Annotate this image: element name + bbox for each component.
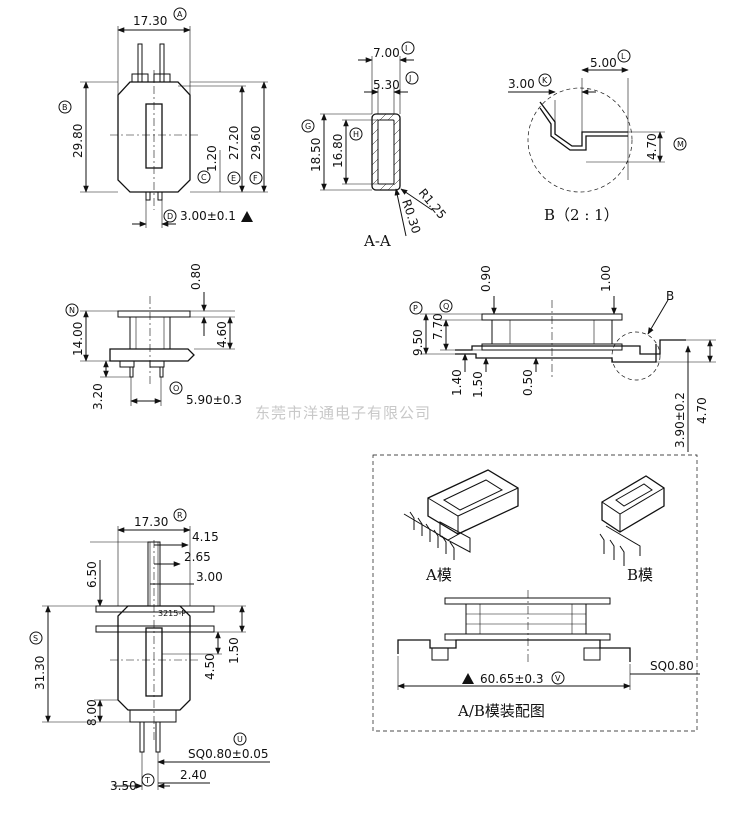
watermark: 东莞市洋通电子有限公司 — [255, 404, 431, 422]
sl-flange-h: 4.60 — [215, 321, 229, 348]
sr-d1: 1.40 — [450, 369, 464, 396]
sr-pin-h2: 4.70 — [695, 397, 709, 424]
bv-width: 17.30 — [134, 515, 168, 529]
b-offset: 3.00 — [508, 77, 535, 91]
front-tag-e: E — [231, 174, 236, 183]
aa-inner-height-tag: H — [353, 130, 359, 139]
b-height-tag: M — [677, 140, 684, 149]
bv-total-h-tag: S — [33, 634, 38, 643]
aa-inner-height: 16.80 — [331, 134, 345, 168]
asm-length: 60.65±0.3 — [480, 672, 544, 686]
section-a-a: 7.00 I 5.30 J 18.50 G 16.80 H R1.25 R0.3… — [301, 41, 449, 250]
sl-top-thk: 0.80 — [189, 263, 203, 290]
b-step: 5.00 — [590, 56, 617, 70]
sr-h-total: 9.50 — [411, 329, 425, 356]
part-mark: 3215-P — [158, 609, 186, 618]
aa-outer-height-tag: G — [305, 122, 311, 131]
sl-total-h: 14.00 — [71, 322, 85, 356]
b-height: 4.70 — [645, 133, 659, 160]
bv-d265: 2.65 — [184, 550, 211, 564]
a-mold-illustration — [403, 469, 519, 560]
aa-radius-inner: R0.30 — [399, 198, 423, 236]
b-offset-tag: K — [542, 76, 548, 85]
bottom-view: 3215-P 17.30 R 4.15 2.65 3.00 6.50 31.30… — [29, 508, 270, 793]
aa-radius-outer: R1.25 — [416, 186, 449, 222]
bv-d350: 3.50 — [110, 779, 137, 793]
aa-outer-width: 7.00 — [373, 46, 400, 60]
b-caption: B（2 : 1） — [544, 206, 619, 224]
front-height-right: 29.60 — [249, 126, 263, 160]
front-height-outer: 29.80 — [71, 124, 85, 158]
sl-pin-pitch: 5.90±0.3 — [186, 393, 242, 407]
asm-length-tag: V — [555, 674, 561, 683]
bv-total-h: 31.30 — [33, 656, 47, 690]
front-pin-spacing: 3.00±0.1 — [180, 209, 236, 223]
sl-pin-len: 3.20 — [91, 383, 105, 410]
critical-triangle-icon — [241, 211, 253, 222]
side-view-left: 0.80 4.60 14.00 N 3.20 O 5.90±0.3 — [65, 263, 242, 410]
bv-pin-sq: SQ0.80±0.05 — [188, 747, 269, 761]
aa-inner-width: 5.30 — [373, 78, 400, 92]
detail-b: 5.00 L 3.00 K 4.70 M B（2 : 1） — [508, 49, 687, 224]
aa-inner-width-tag: J — [408, 74, 411, 83]
bv-d300: 3.00 — [196, 570, 223, 584]
front-height-inner: 27.20 — [227, 126, 241, 160]
front-view: 17.30 A 29.80 B 27.20 29.60 1.20 C E F D… — [58, 7, 268, 228]
bv-d150: 1.50 — [227, 637, 241, 664]
critical-triangle-icon-2 — [462, 673, 474, 684]
sl-pin-pitch-tag: O — [173, 384, 179, 393]
sr-pin-h: 3.90±0.2 — [673, 392, 687, 448]
sl-total-h-tag: N — [69, 306, 75, 315]
bv-d800: 8.00 — [85, 699, 99, 726]
sr-h-total-tag: P — [413, 304, 418, 313]
b-step-tag: L — [621, 52, 626, 61]
front-height-outer-tag: B — [62, 103, 68, 112]
asm-pin-sq: SQ0.80 — [650, 659, 694, 673]
front-tag-f: F — [253, 174, 258, 183]
front-pin-spacing-tag: D — [167, 212, 173, 221]
bv-d450: 4.50 — [203, 653, 217, 680]
a-mold-label: A模 — [425, 566, 452, 584]
front-pin-gap: 1.20 — [205, 145, 219, 172]
asm-caption: A/B模装配图 — [457, 702, 545, 720]
assembly-side-view — [397, 590, 631, 664]
assembly-frame: A模 B模 — [372, 454, 700, 732]
aa-outer-width-tag: I — [405, 44, 407, 53]
bv-d415: 4.15 — [192, 530, 219, 544]
bv-pin-sq-tag: U — [237, 735, 243, 744]
sr-d3: 0.50 — [521, 369, 535, 396]
front-width-tag: A — [177, 10, 183, 19]
front-tag-c: C — [201, 173, 207, 182]
sr-h-mid: 7.70 — [431, 313, 445, 340]
side-view-right: B 0.90 1.00 9.50 P 7.70 Q 1.40 1.50 0.50… — [409, 265, 716, 452]
bv-d240: 2.40 — [180, 768, 207, 782]
bv-d350-tag: T — [144, 776, 150, 785]
sr-callout: B — [666, 289, 674, 303]
b-mold-illustration — [599, 475, 665, 566]
bv-d650: 6.50 — [85, 561, 99, 588]
aa-outer-height: 18.50 — [309, 138, 323, 172]
b-mold-label: B模 — [627, 566, 653, 584]
aa-caption: A-A — [363, 232, 391, 250]
sr-top-a: 0.90 — [479, 265, 493, 292]
bv-width-tag: R — [177, 511, 183, 520]
sr-d2: 1.50 — [471, 371, 485, 398]
front-width: 17.30 — [133, 14, 167, 28]
sr-top-b: 1.00 — [599, 265, 613, 292]
sr-h-mid-tag: Q — [443, 302, 449, 311]
